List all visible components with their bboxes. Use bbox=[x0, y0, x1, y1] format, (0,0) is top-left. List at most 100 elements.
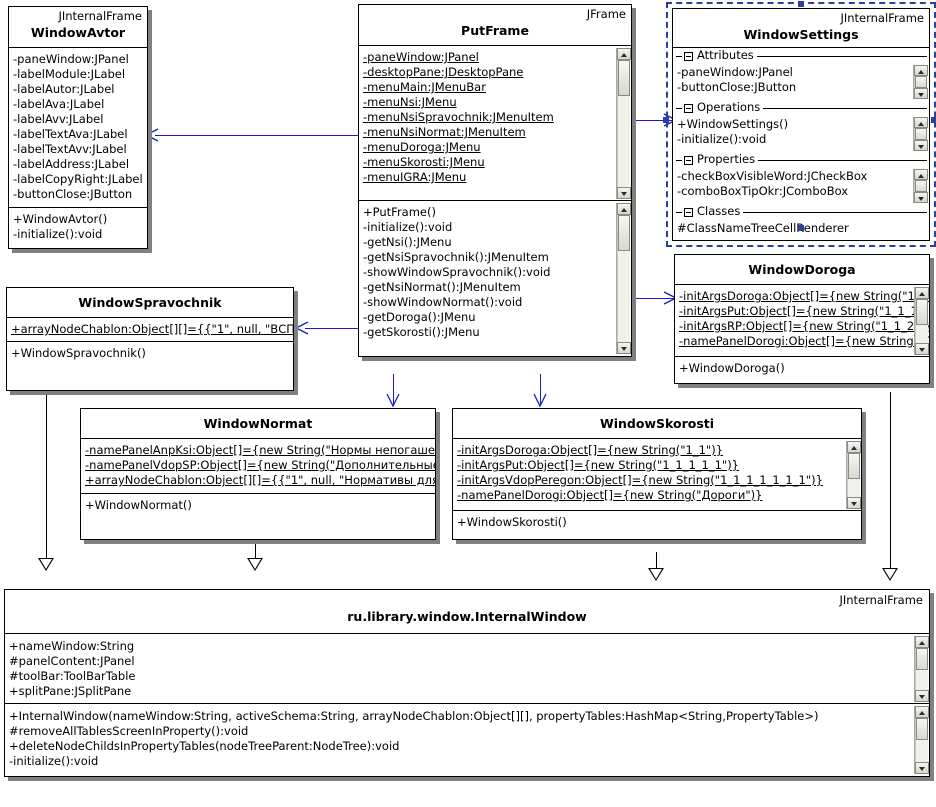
scrollbar-vertical-internalwindow-operations[interactable] bbox=[914, 706, 929, 774]
group-attributes[interactable]: Attributes -paneWindow:JPanel -buttonClo… bbox=[673, 48, 929, 100]
scrollbar-vertical-putframe-operations[interactable] bbox=[616, 203, 631, 354]
scroll-down-icon[interactable] bbox=[915, 762, 929, 774]
scroll-down-icon[interactable] bbox=[914, 88, 928, 99]
scrollbar-vertical-attributes[interactable] bbox=[913, 65, 928, 99]
group-classes[interactable]: Classes #ClassNameTreeCellRenderer bbox=[673, 204, 929, 240]
scrollbar-track[interactable] bbox=[617, 60, 630, 187]
group-operations[interactable]: Operations +WindowSettings() -initialize… bbox=[673, 100, 929, 152]
scrollbar-vertical-windowdoroga[interactable] bbox=[914, 287, 929, 355]
group-header-classes[interactable]: Classes bbox=[673, 204, 929, 220]
attribute-row: -initArgsDoroga:Object[]={new String("1_… bbox=[679, 289, 929, 303]
connector-putframe-windowspravochnik[interactable] bbox=[305, 328, 358, 329]
connector-putframe-windowskorosti[interactable] bbox=[540, 374, 541, 404]
tree-dash-right bbox=[758, 159, 927, 161]
scrollbar-vertical-windowskorosti[interactable] bbox=[846, 441, 861, 509]
scroll-down-icon[interactable] bbox=[617, 187, 631, 199]
scrollbar-thumb[interactable] bbox=[915, 128, 927, 140]
selection-handle-top[interactable] bbox=[798, 1, 804, 7]
scrollbar-thumb[interactable] bbox=[848, 453, 860, 479]
scrollbar-thumb[interactable] bbox=[618, 215, 630, 251]
class-box-windowsettings[interactable]: JInternalFrame WindowSettings Attributes… bbox=[666, 2, 936, 247]
class-box-windowavtor[interactable]: JInternalFrame WindowAvtor -paneWindow:J… bbox=[8, 6, 148, 249]
connector-putframe-windowsettings[interactable] bbox=[632, 120, 674, 121]
collapse-toggle-icon[interactable] bbox=[684, 207, 693, 217]
group-properties[interactable]: Properties -checkBoxVisibleWord:JCheckBo… bbox=[673, 152, 929, 204]
scroll-up-icon[interactable] bbox=[617, 48, 631, 60]
generalization-line-spravochnik[interactable] bbox=[46, 380, 47, 558]
scroll-down-icon[interactable] bbox=[915, 343, 929, 355]
scrollbar-thumb[interactable] bbox=[618, 60, 630, 96]
scroll-up-icon[interactable] bbox=[617, 203, 631, 215]
scroll-up-icon[interactable] bbox=[915, 287, 929, 299]
group-label: Operations bbox=[697, 100, 761, 115]
class-box-windowdoroga[interactable]: WindowDoroga -initArgsDoroga:Object[]={n… bbox=[674, 254, 930, 384]
operations-compartment-windowdoroga: +WindowDoroga() bbox=[675, 357, 929, 383]
scrollbar-vertical-operations[interactable] bbox=[913, 117, 928, 151]
group-header-attributes[interactable]: Attributes bbox=[673, 48, 929, 64]
scrollbar-thumb[interactable] bbox=[915, 180, 927, 192]
selection-handle-right[interactable] bbox=[931, 117, 936, 123]
scroll-up-icon[interactable] bbox=[914, 65, 928, 76]
attribute-row: +splitPane:JSplitPane bbox=[9, 684, 132, 698]
scrollbar-track[interactable] bbox=[915, 648, 928, 690]
class-name: WindowNormat bbox=[203, 416, 313, 431]
scrollbar-thumb[interactable] bbox=[915, 76, 927, 88]
scroll-up-icon[interactable] bbox=[915, 636, 929, 648]
collapse-toggle-icon[interactable] bbox=[684, 51, 693, 61]
class-box-internalwindow[interactable]: JInternalFrame ru.library.window.Interna… bbox=[4, 589, 930, 777]
scrollbar-track[interactable] bbox=[847, 453, 860, 497]
scrollbar-track[interactable] bbox=[915, 718, 928, 762]
class-box-windowspravochnik[interactable]: WindowSpravochnik +arrayNodeChablon:Obje… bbox=[6, 287, 294, 391]
scroll-down-icon[interactable] bbox=[915, 690, 929, 702]
operation-row: -initialize():void bbox=[363, 220, 453, 234]
scroll-down-icon[interactable] bbox=[914, 140, 928, 151]
scrollbar-track[interactable] bbox=[617, 215, 630, 342]
connector-putframe-windowavtor[interactable] bbox=[155, 135, 358, 136]
generalization-line-normat[interactable] bbox=[255, 540, 256, 558]
scrollbar-thumb[interactable] bbox=[916, 648, 928, 670]
connector-putframe-windowdoroga[interactable] bbox=[632, 298, 674, 299]
group-label: Properties bbox=[697, 152, 756, 167]
tree-dash-left bbox=[676, 159, 682, 161]
generalization-line-doroga[interactable] bbox=[890, 392, 891, 568]
scroll-down-icon[interactable] bbox=[617, 342, 631, 354]
scrollbar-vertical-putframe-attributes[interactable] bbox=[616, 48, 631, 199]
scrollbar-vertical-internalwindow-attributes[interactable] bbox=[914, 636, 929, 702]
scrollbar-track[interactable] bbox=[914, 76, 927, 88]
attribute-row: -buttonClose:JButton bbox=[13, 187, 133, 201]
class-name: WindowSettings bbox=[743, 27, 859, 42]
scroll-down-icon[interactable] bbox=[847, 497, 861, 509]
operation-row: +WindowDoroga() bbox=[679, 361, 785, 375]
attribute-row: #panelContent:JPanel bbox=[9, 654, 135, 668]
group-header-operations[interactable]: Operations bbox=[673, 100, 929, 116]
generalization-line-skorosti[interactable] bbox=[656, 552, 657, 568]
group-header-properties[interactable]: Properties bbox=[673, 152, 929, 168]
connector-putframe-windownormat[interactable] bbox=[393, 374, 394, 404]
generalization-triangle-skorosti bbox=[648, 568, 664, 581]
selection-handle-left[interactable] bbox=[663, 117, 669, 123]
scrollbar-thumb[interactable] bbox=[916, 299, 928, 325]
class-box-windowskorosti[interactable]: WindowSkorosti -initArgsDoroga:Object[]=… bbox=[452, 408, 862, 540]
scrollbar-track[interactable] bbox=[914, 128, 927, 140]
attribute-row: -menuIGRA:JMenu bbox=[363, 170, 467, 184]
scroll-up-icon[interactable] bbox=[914, 117, 928, 128]
operation-row: -initialize():void bbox=[9, 754, 99, 768]
collapse-toggle-icon[interactable] bbox=[684, 155, 693, 165]
scroll-down-icon[interactable] bbox=[914, 192, 928, 203]
operations-compartment-internalwindow: +InternalWindow(nameWindow:String, activ… bbox=[5, 704, 929, 776]
operation-row: -initialize():void bbox=[677, 132, 767, 146]
scroll-up-icon[interactable] bbox=[847, 441, 861, 453]
scrollbar-track[interactable] bbox=[915, 299, 928, 343]
scroll-up-icon[interactable] bbox=[915, 706, 929, 718]
operations-compartment-windowavtor: +WindowAvtor() -initialize():void bbox=[9, 208, 147, 248]
class-box-windownormat[interactable]: WindowNormat -namePanelAnpKsi:Object[]={… bbox=[80, 408, 436, 540]
attribute-row: -namePanelAnpKsi:Object[]={new String("Н… bbox=[85, 443, 435, 457]
scrollbar-vertical-properties[interactable] bbox=[913, 169, 928, 203]
selection-handle-bottom[interactable] bbox=[798, 225, 804, 231]
collapse-toggle-icon[interactable] bbox=[684, 103, 693, 113]
attribute-row: -paneWindow:JPanel bbox=[363, 50, 479, 64]
class-box-putframe[interactable]: JFrame PutFrame -paneWindow:JPanel -desk… bbox=[358, 4, 632, 357]
scroll-up-icon[interactable] bbox=[914, 169, 928, 180]
scrollbar-thumb[interactable] bbox=[916, 718, 928, 740]
scrollbar-track[interactable] bbox=[914, 180, 927, 192]
